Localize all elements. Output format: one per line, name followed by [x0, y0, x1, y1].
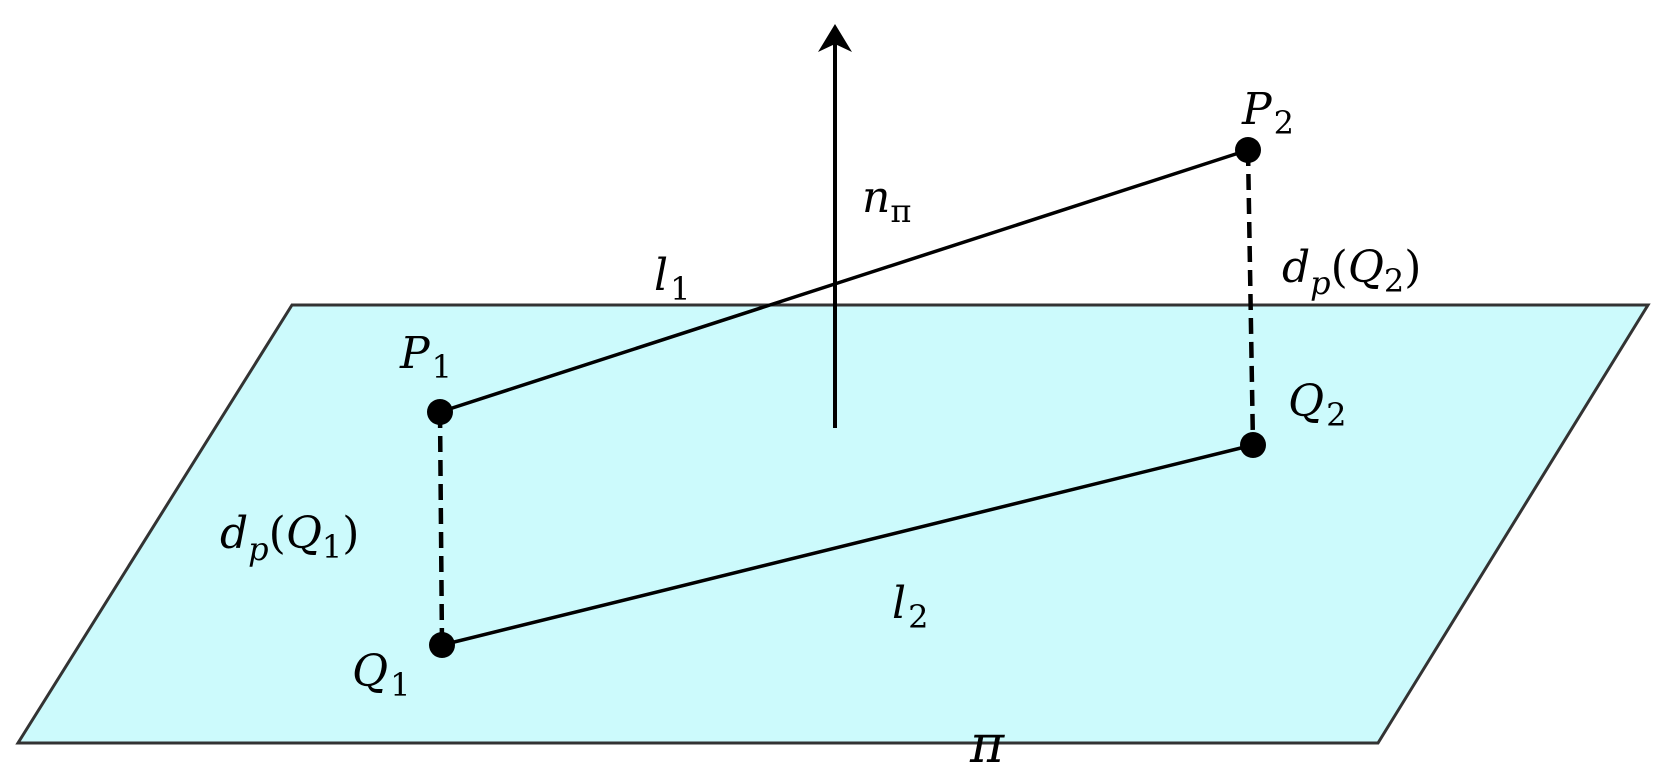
distance-dashed-q2	[1245, 149, 1256, 446]
label-l1: l1	[654, 250, 690, 308]
label-l2: l2	[892, 578, 928, 636]
normal-arrowhead	[818, 24, 852, 52]
label-q2: Q2	[1288, 376, 1346, 434]
label-distance-q2: dp(Q2)	[1282, 242, 1421, 302]
label-p2: P2	[1241, 84, 1294, 142]
point-q1	[429, 632, 455, 658]
label-plane: π	[969, 715, 1005, 775]
plane-pi	[15, 303, 1651, 745]
point-p2	[1235, 137, 1261, 163]
label-p1: P1	[399, 328, 452, 386]
line-l2	[441, 443, 1254, 647]
distance-dashed-q1	[437, 411, 445, 646]
line-l1	[439, 148, 1249, 414]
point-p1	[427, 399, 453, 425]
label-q1: Q1	[352, 646, 410, 704]
label-distance-q1: dp(Q1)	[220, 508, 359, 568]
point-q2	[1240, 432, 1266, 458]
label-normal: nπ	[862, 172, 911, 230]
